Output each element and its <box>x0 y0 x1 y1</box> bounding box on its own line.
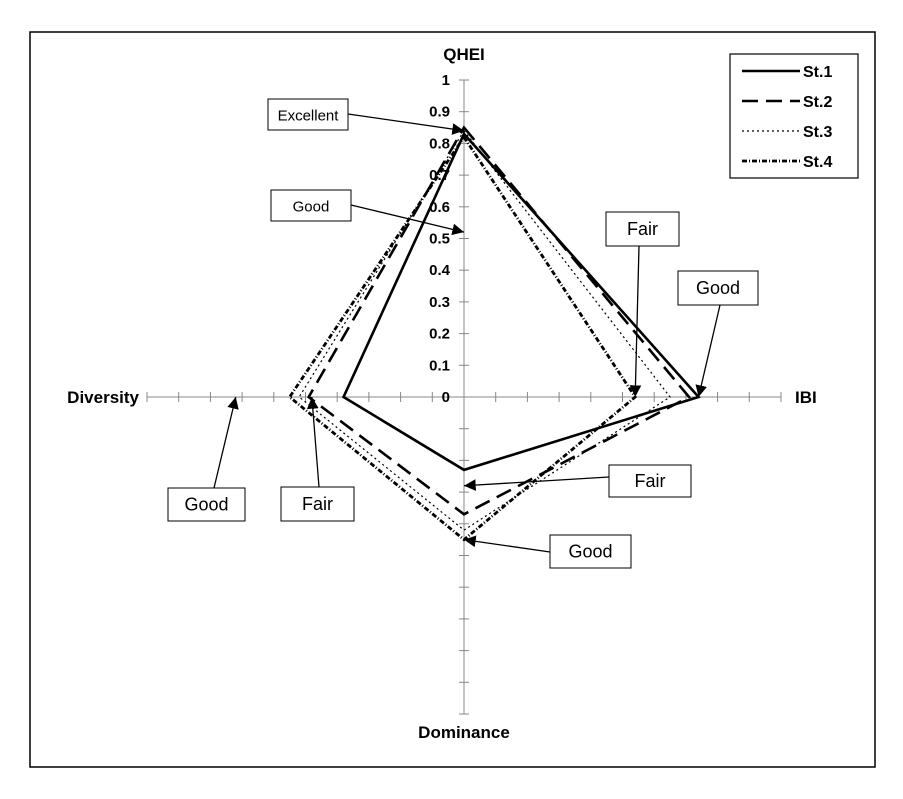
annotation-label-fair-diversity: Fair <box>302 494 333 514</box>
axis-title-dominance: Dominance <box>418 723 510 742</box>
tick-label-0.5: 0.5 <box>429 231 450 248</box>
axis-ticks: 00.10.20.30.40.50.60.70.80.91 <box>146 72 782 715</box>
series-st1-polygon <box>341 131 701 472</box>
annotation-label-good-dominance: Good <box>568 542 612 562</box>
annotation-box-good-diversity <box>167 487 246 522</box>
annotation-box-fair-dominance <box>608 464 692 498</box>
annotation-box-good-dominance <box>549 534 632 569</box>
tick-label-0: 0 <box>442 389 450 406</box>
annotation-arrow-fair-ibi <box>629 245 642 398</box>
annotation-box-fair-ibi <box>605 211 680 247</box>
legend-label-st1: St.1 <box>803 64 832 81</box>
legend-label-st3: St.3 <box>803 124 832 141</box>
legend-box <box>729 53 859 179</box>
annotation-arrow-fair-diversity <box>306 396 320 488</box>
axis-title-qhei: QHEI <box>443 45 485 64</box>
tick-label-0.2: 0.2 <box>429 326 450 343</box>
tick-label-1: 1 <box>442 72 450 89</box>
annotation-label-fair-ibi: Fair <box>627 219 658 239</box>
annotation-arrow-fair-dominance <box>463 476 610 491</box>
legend-label-st2: St.2 <box>803 94 832 111</box>
chart-axes <box>147 80 781 714</box>
axis-title-ibi: IBI <box>795 388 817 407</box>
tick-label-0.8: 0.8 <box>429 135 450 152</box>
tick-label-0.9: 0.9 <box>429 104 450 121</box>
annotation-arrow-good-qhei <box>350 204 465 236</box>
annotation-label-good-ibi: Good <box>696 278 740 298</box>
tick-label-0.4: 0.4 <box>429 262 451 279</box>
annotation-box-good-ibi <box>677 270 759 306</box>
annotation-arrow-good-ibi <box>695 304 721 398</box>
annotation-label-good-qhei: Good <box>293 199 330 216</box>
axis-title-diversity: Diversity <box>67 388 139 407</box>
annotation-arrow-excellent-qhei <box>347 113 465 135</box>
annotation-arrow-good-dominance <box>463 535 551 553</box>
annotation-label-good-diversity: Good <box>184 495 228 515</box>
annotation-label-fair-dominance: Fair <box>635 471 666 491</box>
legend: St.1St.2St.3St.4 <box>729 53 859 179</box>
annotation-box-fair-diversity <box>280 486 355 522</box>
annotation-label-excellent-qhei: Excellent <box>278 108 340 125</box>
axis-titles: QHEI IBI Dominance Diversity <box>67 45 817 742</box>
tick-label-0.1: 0.1 <box>429 357 450 374</box>
series-st2-polygon <box>306 125 692 516</box>
annotation-box-excellent-qhei <box>267 98 349 131</box>
tick-label-0.6: 0.6 <box>429 199 450 216</box>
legend-label-st4: St.4 <box>803 154 832 171</box>
tick-label-0.3: 0.3 <box>429 294 450 311</box>
annotation-arrow-good-diversity <box>213 396 239 489</box>
annotation-box-good-qhei <box>270 189 352 222</box>
